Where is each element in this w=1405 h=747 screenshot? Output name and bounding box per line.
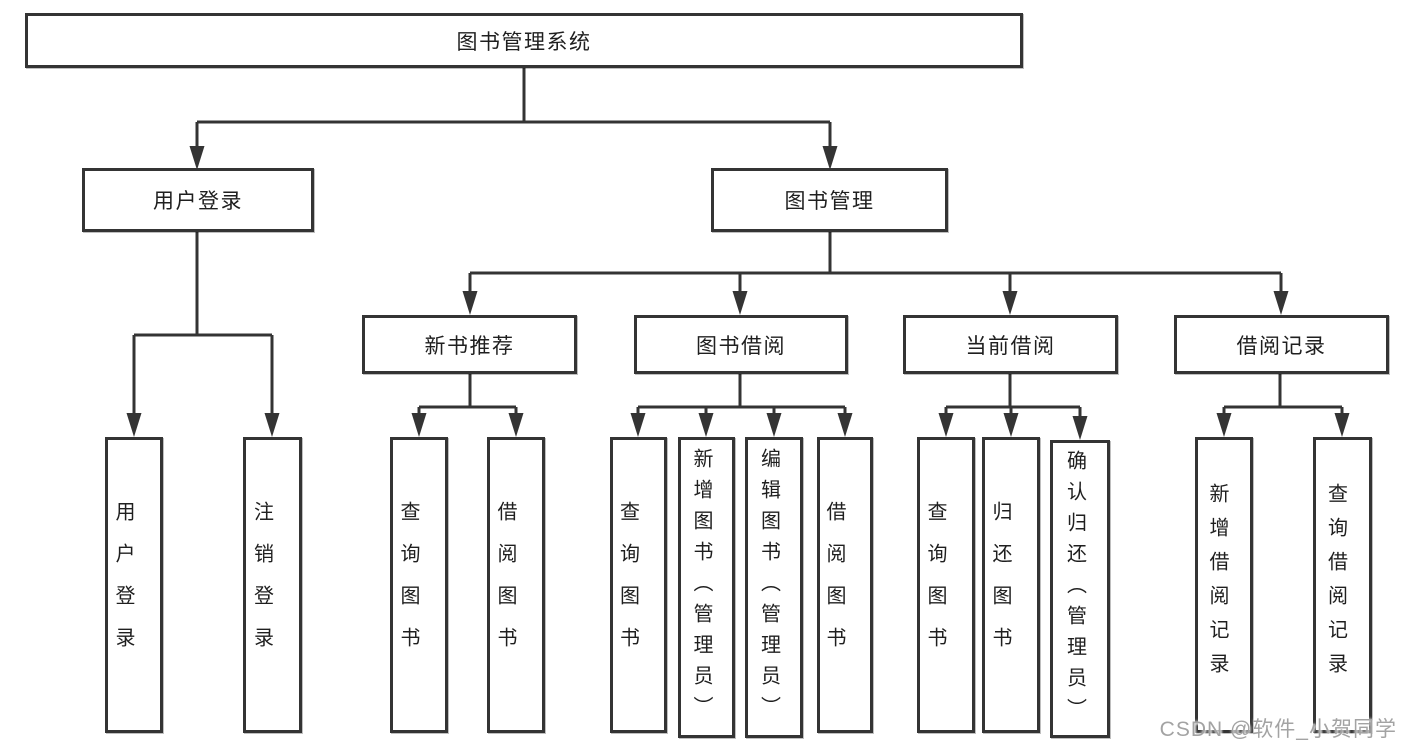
node-leaf-logout-label: 注销登录	[250, 501, 273, 669]
node-borrow-records: 借阅记录	[1174, 315, 1389, 374]
arrowheads	[126, 146, 1350, 440]
node-leaf-user-login-label: 用户登录	[112, 501, 134, 669]
node-leaf-cb-return: 归还图书	[982, 437, 1040, 733]
node-leaf-cb-confirm: 确认归还（管理员）	[1050, 440, 1110, 738]
node-leaf-bb-add: 新增图书（管理员）	[678, 437, 735, 738]
node-leaf-rec-query: 查询图书	[390, 437, 448, 733]
node-leaf-br-query-label: 查询借阅记录	[1324, 483, 1347, 687]
node-root-label: 图书管理系统	[456, 30, 592, 54]
node-book-mgmt-label: 图书管理	[784, 190, 875, 213]
node-leaf-bb-borrow: 借阅图书	[817, 437, 873, 733]
node-leaf-br-add: 新增借阅记录	[1195, 437, 1253, 733]
node-leaf-cb-query: 查询图书	[917, 437, 975, 733]
node-user-login: 用户登录	[82, 168, 314, 232]
node-leaf-rec-query-label: 查询图书	[397, 501, 419, 669]
node-leaf-rec-borrow: 借阅图书	[487, 437, 545, 733]
node-new-book-rec: 新书推荐	[362, 315, 577, 374]
node-leaf-br-add-label: 新增借阅记录	[1206, 483, 1228, 687]
node-root: 图书管理系统	[25, 13, 1023, 68]
node-leaf-logout: 注销登录	[243, 437, 302, 733]
node-leaf-rec-borrow-label: 借阅图书	[494, 501, 516, 669]
node-borrow-records-label: 借阅记录	[1236, 334, 1327, 358]
node-leaf-cb-return-label: 归还图书	[989, 501, 1011, 669]
node-leaf-bb-query: 查询图书	[610, 437, 667, 733]
connector-paths	[132, 68, 1344, 433]
node-leaf-bb-add-label: 新增图书（管理员）	[690, 448, 712, 727]
node-leaf-br-query: 查询借阅记录	[1313, 437, 1372, 733]
node-leaf-cb-confirm-label: 确认归还（管理员）	[1063, 449, 1086, 729]
node-leaf-bb-edit-label: 编辑图书（管理员）	[757, 448, 780, 727]
node-current-borrow-label: 当前借阅	[965, 334, 1056, 358]
node-leaf-cb-query-label: 查询图书	[924, 501, 946, 669]
node-book-borrow: 图书借阅	[634, 315, 848, 374]
node-book-mgmt: 图书管理	[711, 168, 948, 232]
node-new-book-rec-label: 新书推荐	[424, 334, 515, 358]
node-user-login-label: 用户登录	[153, 190, 243, 213]
node-leaf-user-login: 用户登录	[105, 437, 163, 733]
csdn-watermark: CSDN @软件_小贺同学	[1159, 718, 1397, 741]
node-current-borrow: 当前借阅	[903, 315, 1118, 374]
node-leaf-bb-borrow-label: 借阅图书	[823, 501, 845, 669]
node-leaf-bb-query-label: 查询图书	[616, 501, 639, 669]
node-book-borrow-label: 图书借阅	[696, 334, 786, 358]
node-leaf-bb-edit: 编辑图书（管理员）	[745, 437, 803, 738]
